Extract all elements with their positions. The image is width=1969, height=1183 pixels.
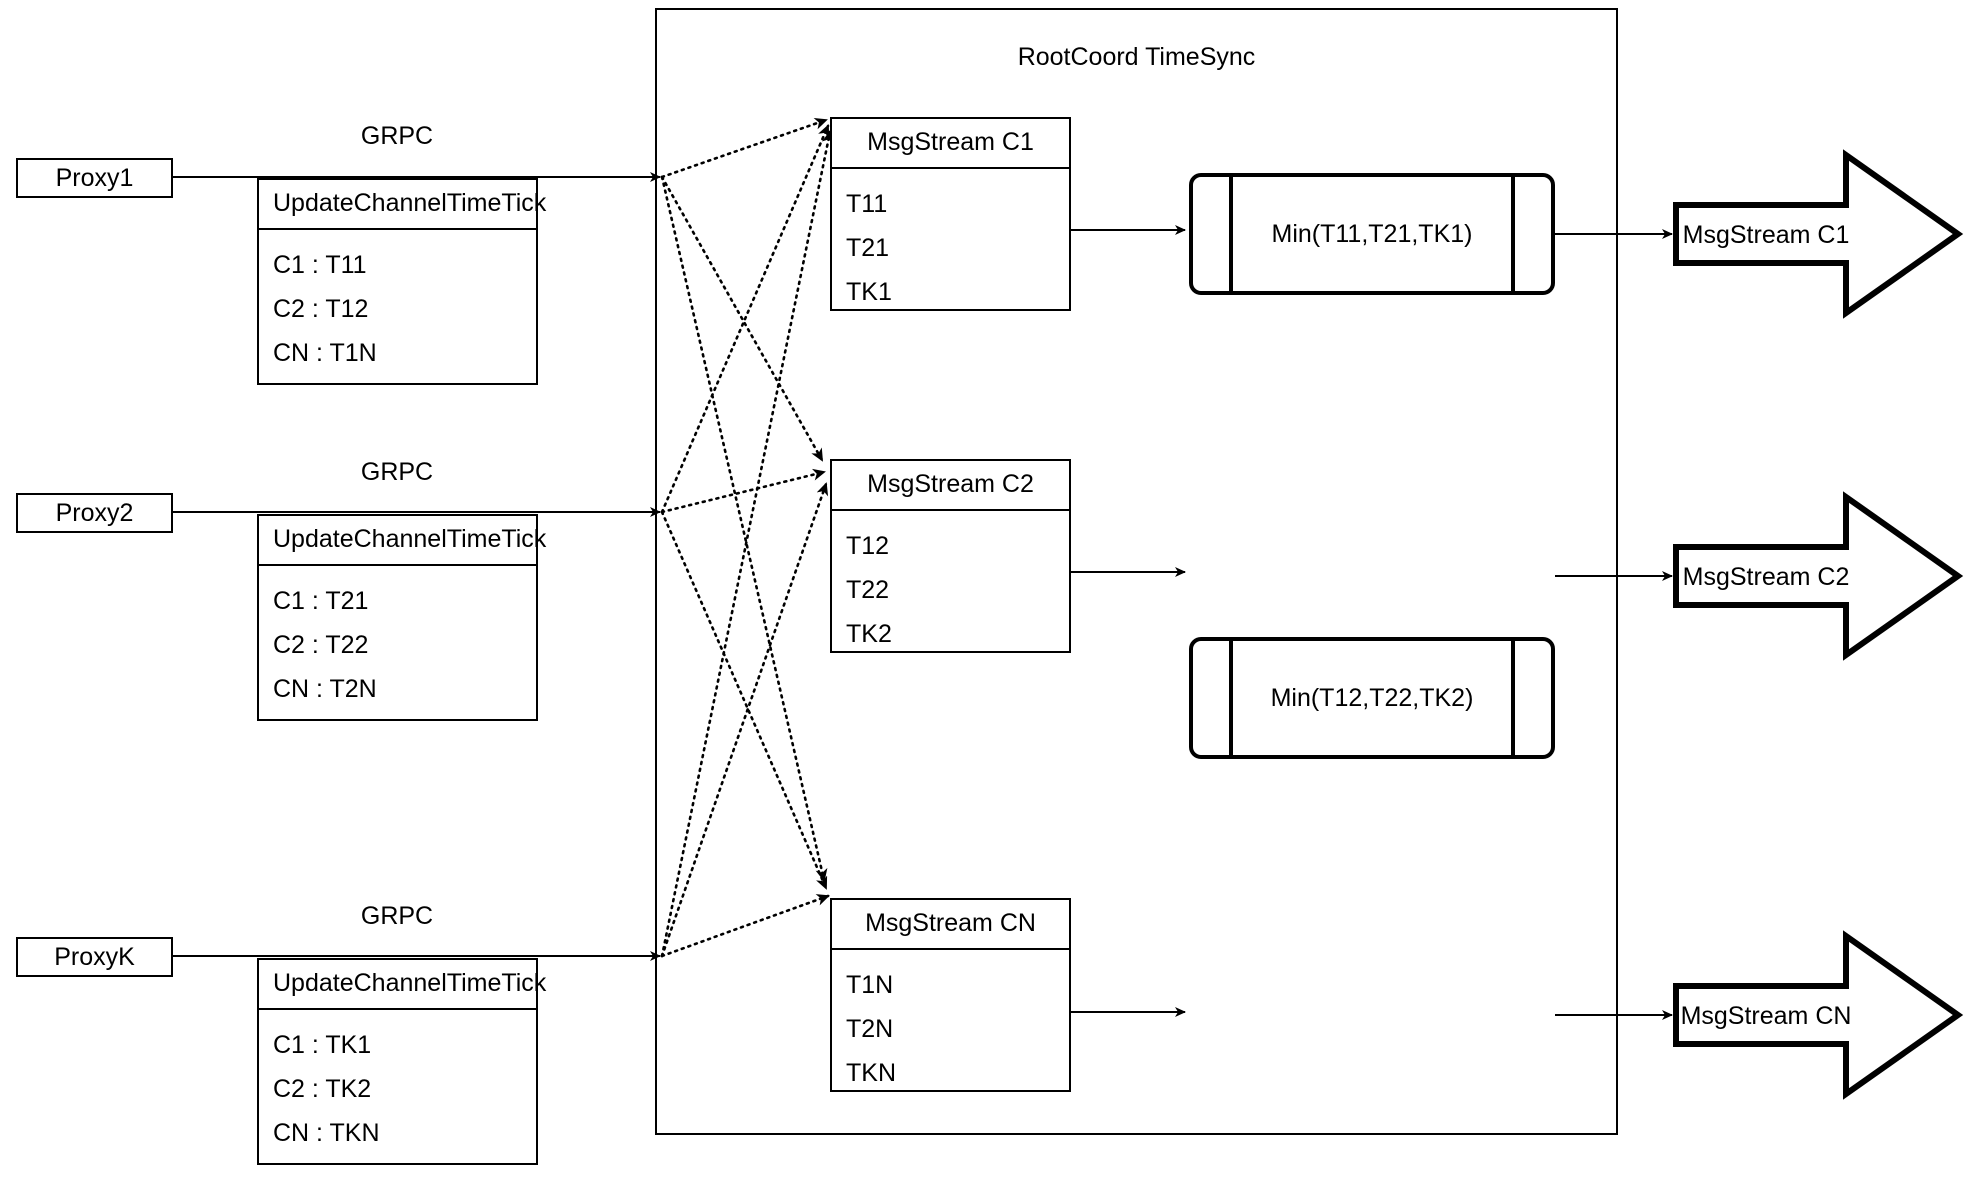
msgstream-title: MsgStream CN [832, 900, 1069, 950]
output-label-c2: MsgStream C2 [1682, 563, 1850, 591]
grpc-label-proxy2: GRPC [360, 458, 434, 486]
msgstream-box-cn[interactable]: MsgStream CN T1N T2N TKN [830, 898, 1071, 1092]
record-row: CN : TKN [273, 1119, 380, 1147]
proxy-box-proxyk[interactable]: ProxyK [16, 937, 173, 977]
update-channel-timetick-box-proxy2[interactable]: UpdateChannelTimeTick C1 : T21 C2 : T22 … [257, 514, 546, 722]
msgstream-row: T1N [846, 971, 894, 999]
record-title: UpdateChannelTimeTick [259, 516, 546, 566]
msgstream-row: TKN [846, 1059, 896, 1087]
msgstream-row: TK1 [846, 278, 892, 306]
rail-right [1511, 641, 1515, 755]
msgstream-title: MsgStream C2 [832, 461, 1069, 511]
record-row: CN : T1N [273, 339, 377, 367]
msgstream-body: T1N T2N TKN [832, 950, 1069, 1106]
msgstream-row: T22 [846, 576, 890, 604]
msgstream-row: T11 [846, 190, 888, 218]
msgstream-box-c1[interactable]: MsgStream C1 T11 T21 TK1 [830, 117, 1071, 311]
msgstream-row: T12 [846, 532, 890, 560]
record-title: UpdateChannelTimeTick [259, 960, 546, 1010]
msgstream-row: T2N [846, 1015, 894, 1043]
record-body: C1 : T11 C2 : T12 CN : T1N [259, 230, 536, 386]
msgstream-title: MsgStream C1 [832, 119, 1069, 169]
min-label: Min(T12,T22,TK2) [1270, 683, 1474, 712]
proxy-box-proxy2[interactable]: Proxy2 [16, 493, 173, 533]
update-channel-timetick-box-proxy1[interactable]: UpdateChannelTimeTick C1 : T11 C2 : T12 … [257, 178, 546, 386]
msgstream-row: T21 [846, 234, 890, 262]
record-row: C1 : T11 [273, 251, 367, 279]
record-row: C2 : T12 [273, 295, 369, 323]
container-title: RootCoord TimeSync [1017, 43, 1256, 71]
proxy-box-proxy1[interactable]: Proxy1 [16, 158, 173, 198]
record-body: C1 : T21 C2 : T22 CN : T2N [259, 566, 536, 722]
rootcoord-timesync-container [655, 8, 1618, 1135]
update-channel-timetick-box-proxyk[interactable]: UpdateChannelTimeTick C1 : TK1 C2 : TK2 … [257, 958, 546, 1166]
record-body: C1 : TK1 C2 : TK2 CN : TKN [259, 1010, 536, 1166]
output-label-cn: MsgStream CN [1680, 1002, 1852, 1030]
min-label: Min(T11,T21,TK1) [1271, 219, 1473, 248]
rail-right [1511, 177, 1515, 291]
min-process-c1[interactable]: Min(T11,T21,TK1) [1189, 173, 1555, 295]
msgstream-row: TK2 [846, 620, 892, 648]
record-row: C2 : T22 [273, 631, 369, 659]
rail-left [1229, 641, 1233, 755]
output-label-c1: MsgStream C1 [1682, 221, 1850, 249]
msgstream-body: T12 T22 TK2 [832, 511, 1069, 667]
record-row: C2 : TK2 [273, 1075, 372, 1103]
grpc-label-proxy1: GRPC [360, 122, 434, 150]
proxy-label: Proxy2 [55, 498, 134, 527]
msgstream-body: T11 T21 TK1 [832, 169, 1069, 325]
proxy-label: Proxy1 [55, 163, 134, 192]
proxy-label: ProxyK [54, 942, 135, 971]
record-row: C1 : TK1 [273, 1031, 372, 1059]
record-row: C1 : T21 [273, 587, 369, 615]
min-process-c2[interactable]: Min(T12,T22,TK2) [1189, 637, 1555, 759]
grpc-label-proxyk: GRPC [360, 902, 434, 930]
record-title: UpdateChannelTimeTick [259, 180, 546, 230]
rail-left [1229, 177, 1233, 291]
msgstream-box-c2[interactable]: MsgStream C2 T12 T22 TK2 [830, 459, 1071, 653]
record-row: CN : T2N [273, 675, 377, 703]
